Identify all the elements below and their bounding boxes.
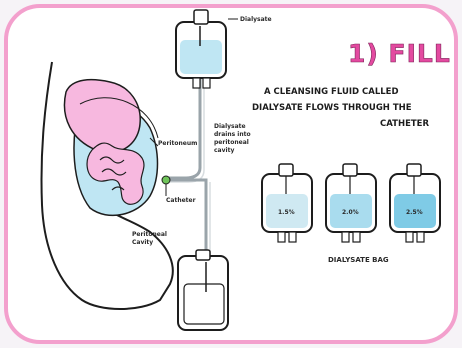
bag-2-label: 2.0% xyxy=(342,209,359,216)
step-title: 1) FILL xyxy=(348,39,451,68)
top-dialysate-bag xyxy=(176,10,226,88)
dialysate-bag-2-0: 2.0% xyxy=(326,164,376,242)
dialysate-bag-2-5: 2.5% xyxy=(390,164,440,242)
label-drains-2: drains into xyxy=(214,131,251,138)
label-drains-1: Dialysate xyxy=(214,123,246,130)
bag-3-label: 2.5% xyxy=(406,209,423,216)
label-cavity-2: Cavity xyxy=(132,239,153,246)
desc-line-3: CATHETER xyxy=(380,119,429,129)
desc-line-1: A CLEANSING FLUID CALLED xyxy=(264,87,399,97)
dialysate-bag-1-5: 1.5% xyxy=(262,164,312,242)
label-catheter: Catheter xyxy=(166,197,196,204)
label-drains-3: peritoneal xyxy=(214,139,249,146)
label-drains-4: cavity xyxy=(214,147,234,154)
bags-caption: DIALYSATE BAG xyxy=(328,256,389,264)
catheter-node xyxy=(162,176,170,184)
bag-1-label: 1.5% xyxy=(278,209,295,216)
desc-line-2: DIALYSATE FLOWS THROUGH THE xyxy=(252,103,412,113)
bottom-drain-bag xyxy=(178,250,228,330)
label-peritoneum: Peritoneum xyxy=(158,140,197,147)
label-dialysate: Dialysate xyxy=(240,16,272,23)
label-cavity-1: Peritoneal xyxy=(132,231,167,238)
